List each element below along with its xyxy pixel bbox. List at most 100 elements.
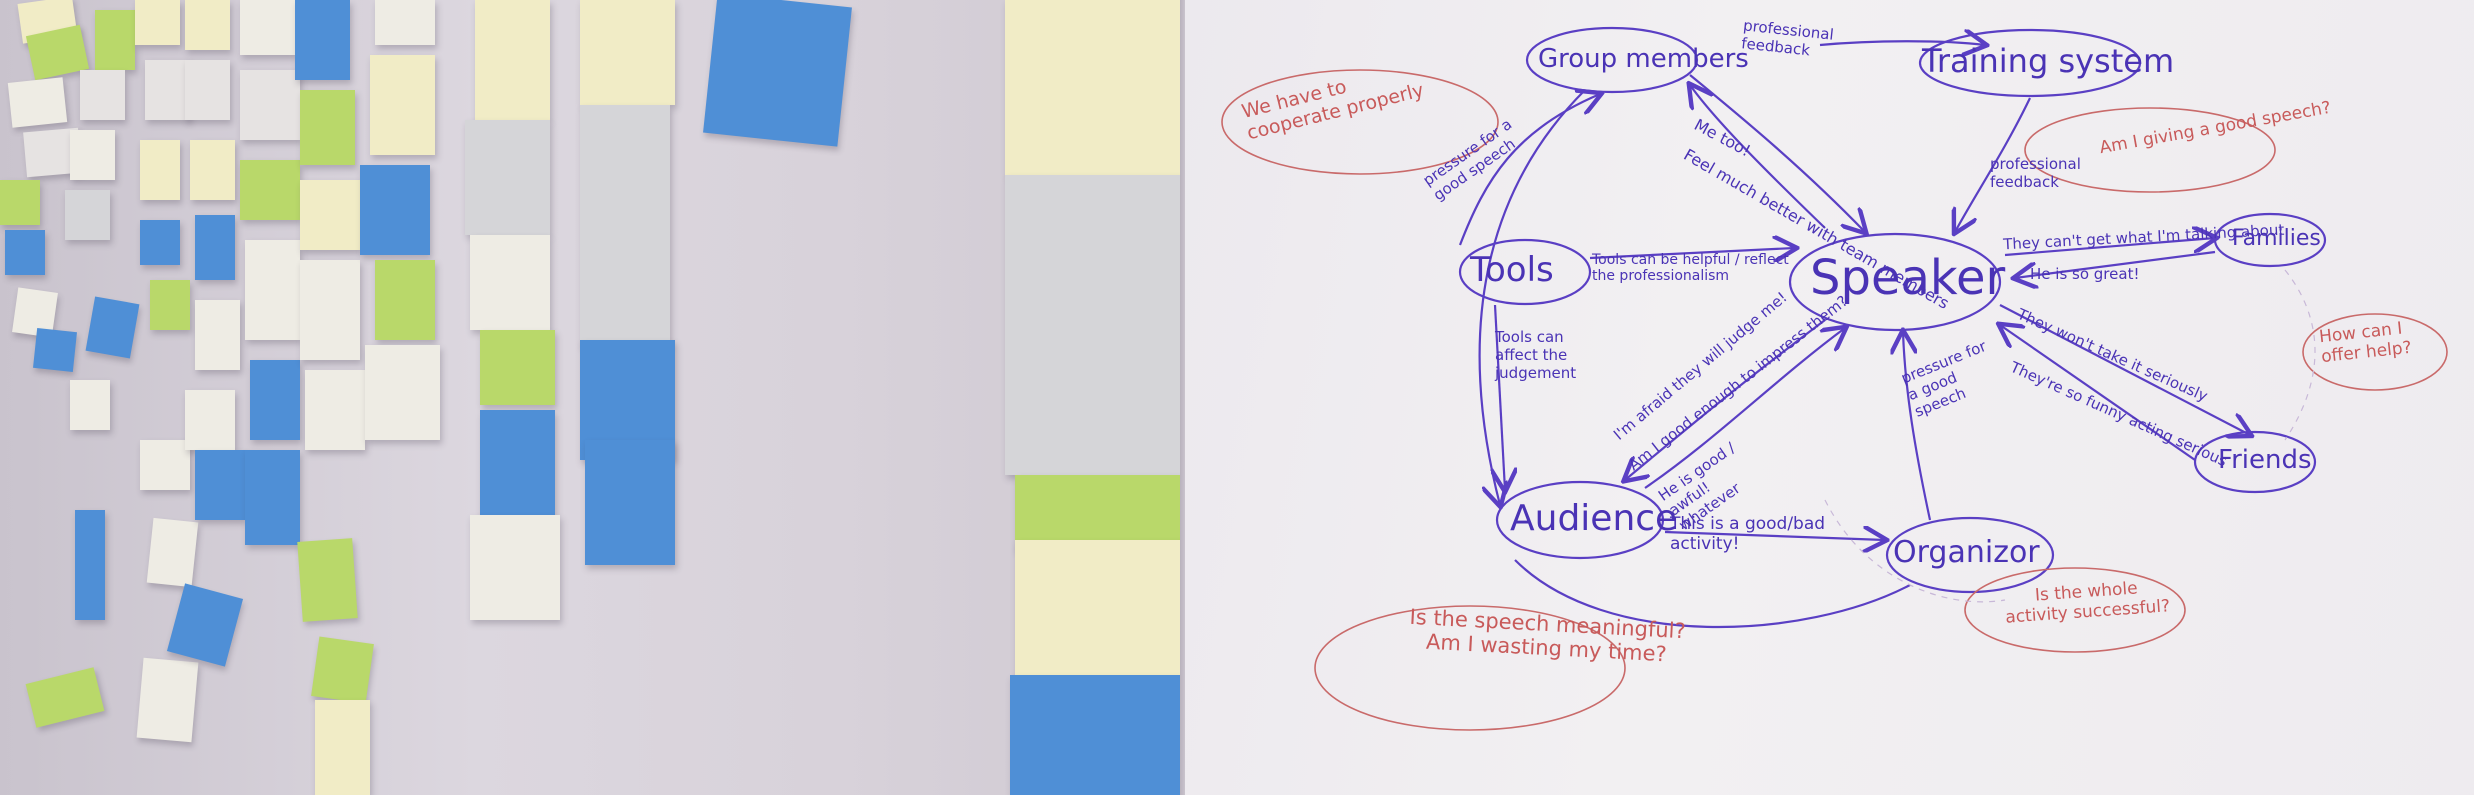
sticky-note xyxy=(150,280,190,330)
sticky-note xyxy=(300,90,355,165)
sticky-note xyxy=(1015,475,1185,550)
dashed-connector-right xyxy=(2284,269,2316,441)
thought-bubble-cooperate xyxy=(1221,69,1499,175)
sticky-note xyxy=(240,70,300,140)
sticky-note xyxy=(185,0,230,50)
sticky-note xyxy=(470,515,560,620)
sticky-note xyxy=(135,0,180,45)
edge-speaker-to-group xyxy=(1690,85,1826,229)
sticky-note xyxy=(25,667,105,728)
sticky-note xyxy=(5,230,45,275)
sticky-note xyxy=(190,140,235,200)
sticky-note xyxy=(85,296,140,359)
sticky-note xyxy=(1005,0,1185,175)
thought-bubble-successful xyxy=(1964,567,2186,653)
sticky-note xyxy=(166,583,244,667)
edge-organizor-to-speaker xyxy=(1903,332,1932,521)
sticky-note xyxy=(375,260,435,340)
sticky-note xyxy=(300,180,360,250)
edge-speaker-to-friends xyxy=(1999,304,2250,435)
dashed-connector-bottom xyxy=(1824,499,2006,603)
sticky-note xyxy=(311,636,374,704)
sticky-note xyxy=(65,190,110,240)
sticky-note xyxy=(580,0,675,105)
node-label-speaker: Speaker xyxy=(1810,250,2006,306)
sticky-note xyxy=(475,0,550,120)
sticky-note xyxy=(480,330,555,405)
node-label-organizor: Organizor xyxy=(1893,535,2040,570)
node-label-training-system: Training system xyxy=(1922,42,2175,80)
edge-friends-to-speaker xyxy=(2000,325,2196,461)
sticky-note xyxy=(580,105,670,345)
edge-audience-organizor-loop xyxy=(1514,559,1911,629)
sticky-note xyxy=(295,0,350,80)
group-members-node xyxy=(1525,26,1699,94)
sticky-note xyxy=(146,517,199,588)
edge-audience-to-speaker xyxy=(1644,328,1845,489)
audience-node xyxy=(1495,480,1665,560)
edge-tools-to-speaker xyxy=(1589,248,1795,258)
sticky-note xyxy=(240,160,300,220)
sticky-note xyxy=(480,410,555,515)
sticky-note xyxy=(585,440,675,565)
sticky-note xyxy=(375,0,435,45)
sticky-note xyxy=(70,380,110,430)
sticky-note xyxy=(145,60,190,120)
sticky-note xyxy=(75,510,105,620)
sticky-note xyxy=(140,220,180,265)
sticky-note xyxy=(140,440,190,490)
sticky-note xyxy=(195,215,235,280)
sticky-note xyxy=(245,450,300,545)
sticky-note xyxy=(33,328,77,372)
edge-training-to-speaker xyxy=(1955,97,2031,232)
sticky-note xyxy=(140,140,180,200)
sticky-note xyxy=(195,300,240,370)
edge-speaker-to-families xyxy=(2004,238,2215,257)
sticky-note xyxy=(305,370,365,450)
edge-group-to-audience xyxy=(1478,89,1586,505)
whiteboard xyxy=(1185,0,2474,795)
sticky-note xyxy=(470,235,550,330)
sticky-note xyxy=(185,390,235,450)
thought-bubble-meaningful xyxy=(1314,605,1626,731)
edge-label-professional-feedback-right: professional feedback xyxy=(1990,155,2081,191)
edge-audience-to-organizor xyxy=(1664,532,1885,540)
sticky-note xyxy=(70,130,115,180)
edge-speaker-to-audience xyxy=(1625,319,1826,480)
sticky-note xyxy=(240,0,295,55)
edge-label-good-bad-activity: This is a good/bad activity! xyxy=(1670,514,1826,554)
edge-training-to-group xyxy=(1819,41,1985,45)
edge-label-tools-helpful: Tools can be helpful / reflect the profe… xyxy=(1592,252,1789,284)
sticky-note xyxy=(0,180,40,225)
sticky-note xyxy=(80,70,125,120)
edge-families-to-speaker xyxy=(2015,250,2216,278)
thought-bubble-good-speech xyxy=(2024,107,2276,193)
sticky-note xyxy=(465,120,550,235)
node-label-audience: Audience xyxy=(1510,498,1678,539)
tools-node xyxy=(1458,238,1592,306)
sticky-note xyxy=(1015,540,1185,680)
sticky-note xyxy=(185,60,230,120)
sticky-note xyxy=(245,240,300,340)
sticky-note xyxy=(360,165,430,255)
sticky-note xyxy=(300,260,360,360)
edge-tools-to-group xyxy=(1458,94,1600,246)
sticky-note xyxy=(297,538,358,622)
edge-label-so-great: He is so great! xyxy=(2030,265,2140,283)
sticky-note xyxy=(703,0,852,147)
sticky-note xyxy=(7,77,68,128)
sticky-note-wall xyxy=(0,0,1190,795)
node-label-tools: Tools xyxy=(1470,250,1554,290)
sticky-note xyxy=(365,345,440,440)
sticky-note xyxy=(136,657,199,743)
edge-tools-to-audience xyxy=(1495,304,1505,490)
sticky-note xyxy=(1005,175,1185,475)
sticky-note xyxy=(250,360,300,440)
node-label-group-members: Group members xyxy=(1538,44,1749,74)
training-system-node xyxy=(1918,28,2142,98)
sticky-note xyxy=(370,55,435,155)
sticky-note xyxy=(95,10,135,70)
organizor-node xyxy=(1885,516,2055,594)
node-label-friends: Friends xyxy=(2218,445,2312,475)
